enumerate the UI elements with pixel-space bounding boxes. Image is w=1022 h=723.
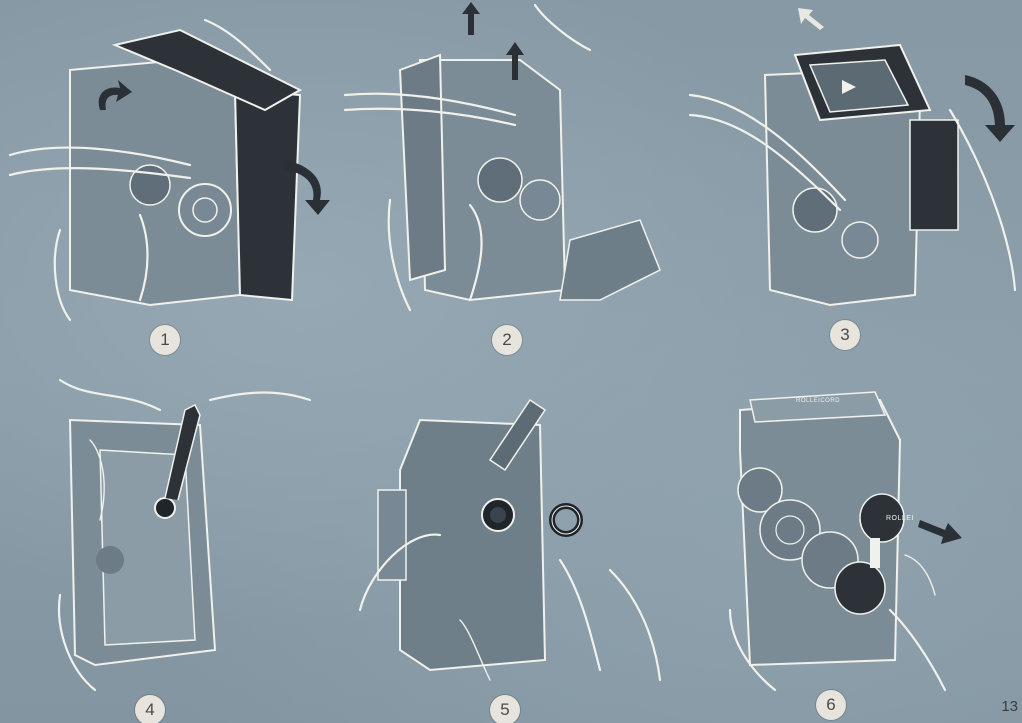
lens-cap-brand: ROLLEI: [886, 515, 914, 522]
step-number-badge: 2: [492, 325, 522, 355]
illustration-step-5: 5: [340, 360, 680, 710]
illustration-step-6: ROLLEI ROLLEICORD 6: [680, 360, 1020, 710]
camera-case-illustration-5: [340, 360, 680, 710]
camera-brand: ROLLEICORD: [796, 398, 840, 404]
step-number-badge: 1: [150, 325, 180, 355]
camera-case-illustration-3: [680, 0, 1020, 350]
camera-case-illustration-4: [0, 360, 340, 710]
illustration-step-4: 4: [0, 360, 340, 710]
illustration-step-1: 1: [0, 0, 340, 350]
camera-case-illustration-1: [0, 0, 340, 350]
illustration-step-3: 3: [680, 0, 1020, 350]
step-number-badge: 5: [490, 695, 520, 723]
illustration-step-2: 2: [340, 0, 680, 350]
camera-case-illustration-2: [340, 0, 680, 350]
step-number-badge: 3: [830, 320, 860, 350]
rolleicord-camera-illustration: [680, 360, 1020, 710]
step-number-badge: 6: [816, 690, 846, 720]
step-number-badge: 4: [135, 695, 165, 723]
page-number: 13: [1001, 698, 1018, 715]
